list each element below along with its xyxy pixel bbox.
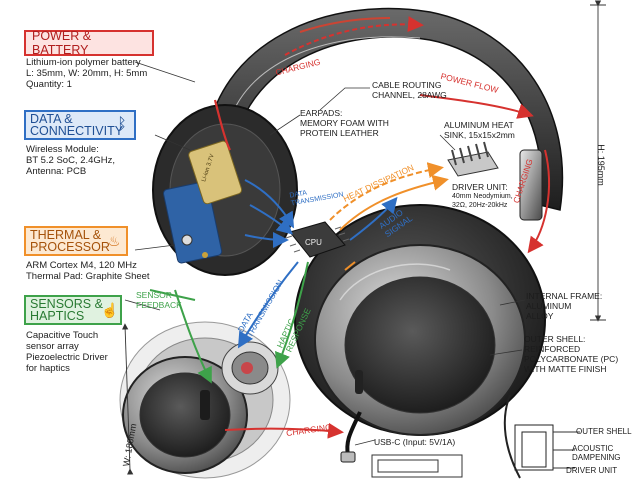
driver-disc: [221, 341, 279, 395]
right-slider: [519, 149, 543, 221]
data-line-2: BT 5.2 SoC, 2.4GHz,: [26, 155, 116, 166]
thermal-title-1: THERMAL &: [30, 228, 102, 242]
heat-sink: [447, 141, 499, 177]
headband: [204, 7, 564, 211]
usb-c-callout: USB-C (Input: 5V/1A): [374, 437, 456, 447]
cpu-label: CPU: [305, 238, 322, 247]
bluetooth-icon: ᛒ: [117, 116, 127, 133]
driver-specs-callout: 40mm Neodymium,32Ω, 20Hz-20kHz: [452, 193, 513, 209]
thermal-line-1: ARM Cortex M4, 120 MHz: [26, 260, 137, 271]
power-battery-title: POWER & BATTERY: [32, 29, 92, 57]
layer-driver: DRIVER UNIT: [566, 466, 618, 475]
data-title-1: DATA &: [30, 112, 73, 126]
data-connectivity-box: DATA & CONNECTIVITY: [24, 110, 136, 140]
cpu-chip: CPU: [285, 221, 350, 258]
thermal-processor-desc: ARM Cortex M4, 120 MHz Thermal Pad: Grap…: [26, 260, 150, 282]
battery-pack: [188, 140, 243, 205]
sensors-haptics-desc: Capacitive Touch sensor array Piezoelect…: [26, 330, 108, 374]
data-title-2: CONNECTIVITY: [30, 124, 124, 138]
sensors-haptics-box: SENSORS & HAPTICS: [24, 295, 122, 325]
data-connectivity-desc: Wireless Module: BT 5.2 SoC, 2.4GHz, Ant…: [26, 144, 115, 177]
heat-waves-icon: ♨: [107, 232, 121, 249]
data-line-3: Antenna: PCB: [26, 166, 87, 177]
sensors-title-1: SENSORS &: [30, 297, 103, 311]
height-dimension: H: 195mm: [595, 144, 606, 186]
sensors-line-2: sensor array: [26, 341, 79, 352]
power-battery-desc: Lithium-ion polymer battery L: 35mm, W: …: [26, 57, 147, 90]
power-line-3: Quantity: 1: [26, 79, 72, 90]
sensors-line-4: for haptics: [26, 363, 70, 374]
layer-outer-shell: OUTER SHELL: [576, 427, 632, 436]
right-ear-cup: [294, 204, 546, 436]
sensors-title-2: HAPTICS: [30, 309, 85, 323]
sensors-line-3: Piezoelectric Driver: [26, 352, 108, 363]
thermal-processor-box: THERMAL & PROCESSOR: [24, 226, 128, 256]
thermal-line-2: Thermal Pad: Graphite Sheet: [26, 271, 150, 282]
usb-c-cable: [340, 411, 362, 463]
touch-hand-icon: ☝: [101, 301, 119, 318]
driver-unit-callout: DRIVER UNIT:: [452, 182, 508, 192]
data-line-1: Wireless Module:: [26, 144, 99, 155]
thermal-title-2: PROCESSOR: [30, 240, 110, 254]
power-line-1: Lithium-ion polymer battery: [26, 57, 141, 68]
left-ear-cup: Li-ion 3.7V: [152, 104, 298, 276]
cross-section: [371, 394, 580, 479]
power-battery-box: POWER & BATTERY: [24, 29, 154, 57]
power-line-2: L: 35mm, W: 20mm, H: 5mm: [26, 68, 148, 79]
sensors-line-1: Capacitive Touch: [26, 330, 99, 341]
